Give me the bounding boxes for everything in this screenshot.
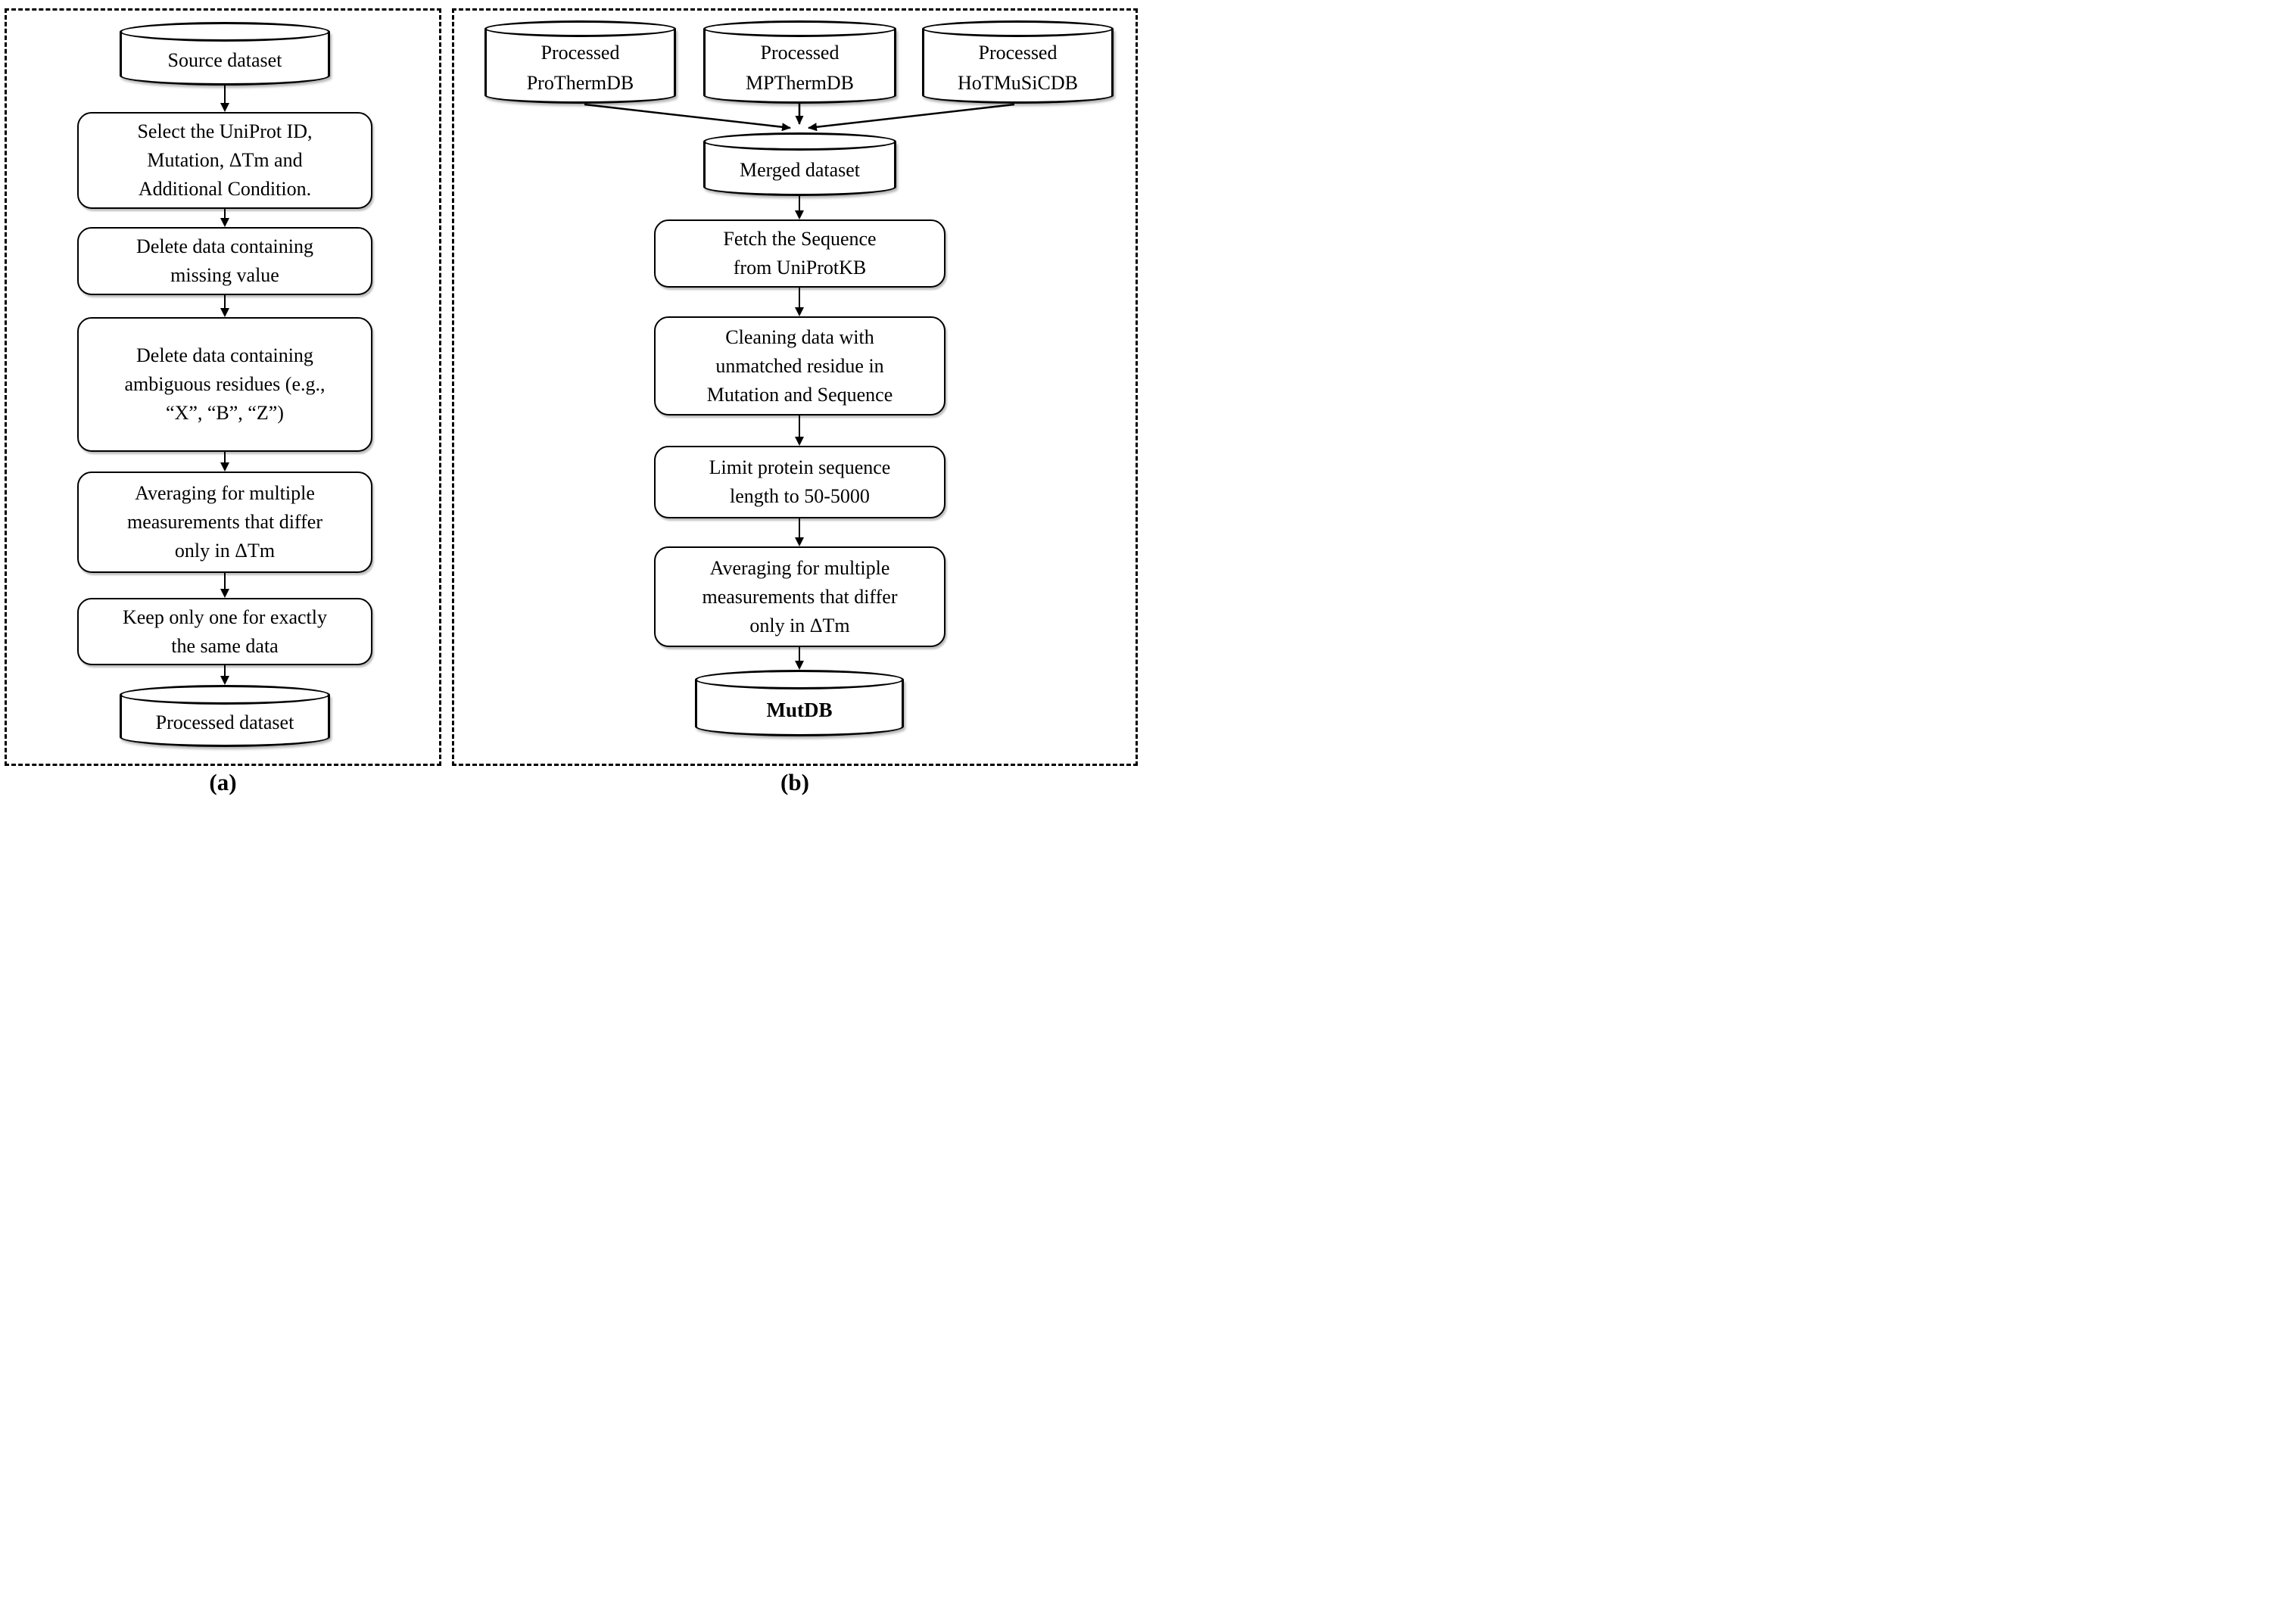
- panel-b: Processed ProThermDB Processed MPThermDB…: [452, 8, 1138, 766]
- mutdb-cylinder: MutDB: [695, 670, 904, 736]
- arrow-limit-to-averaging: [792, 518, 807, 546]
- caption-a: (a): [209, 769, 237, 795]
- arrow-source-to-select: [217, 86, 232, 112]
- cylinder-top-ellipse: [703, 132, 896, 151]
- panel-a: Source dataset Select the UniProt ID, Mu…: [5, 8, 441, 766]
- cylinder-top-ellipse: [120, 22, 330, 42]
- merge-arrows: [584, 103, 1015, 132]
- processed-prothermdb-cylinder: Processed ProThermDB: [484, 20, 676, 104]
- step-delete-missing-box: Delete data containing missing value: [77, 227, 372, 295]
- flowchart-figure: Source dataset Select the UniProt ID, Mu…: [0, 0, 1148, 803]
- source-dataset-label: Source dataset: [167, 49, 282, 72]
- source-dataset-cylinder: Source dataset: [120, 22, 330, 86]
- cylinder-body: [484, 29, 676, 104]
- cylinder-top-ellipse: [120, 685, 330, 705]
- mutdb-label: MutDB: [766, 699, 833, 722]
- cylinder-top-ellipse: [695, 670, 904, 689]
- processed-hotmusicdb-cylinder: Processed HoTMuSiCDB: [922, 20, 1114, 104]
- processed-dataset-label: Processed dataset: [155, 711, 294, 734]
- cylinder-body: [703, 29, 896, 104]
- merged-dataset-label: Merged dataset: [739, 159, 861, 182]
- cylinder-top-ellipse: [703, 20, 896, 37]
- arrow-fetch-to-cleaning: [792, 288, 807, 316]
- arrow-select-to-missing: [217, 209, 232, 227]
- cylinder-top-ellipse: [484, 20, 676, 37]
- step-averaging-b-box: Averaging for multiple measurements that…: [654, 546, 946, 647]
- arrow-missing-to-ambiguous: [217, 295, 232, 317]
- step-averaging-box: Averaging for multiple measurements that…: [77, 472, 372, 573]
- step-select-fields-box: Select the UniProt ID, Mutation, ΔTm and…: [77, 112, 372, 209]
- step-keep-one-box: Keep only one for exactly the same data: [77, 598, 372, 665]
- step-cleaning-box: Cleaning data with unmatched residue in …: [654, 316, 946, 416]
- step-limit-length-box: Limit protein sequence length to 50-5000: [654, 446, 946, 518]
- merged-dataset-cylinder: Merged dataset: [703, 132, 896, 196]
- step-delete-ambiguous-box: Delete data containing ambiguous residue…: [77, 317, 372, 452]
- processed-mpthermdb-label: Processed MPThermDB: [746, 41, 854, 94]
- cylinder-body: [703, 142, 896, 196]
- arrow-averaging-to-mutdb: [792, 647, 807, 670]
- cylinder-body: [922, 29, 1114, 104]
- arrow-keep-to-processed: [217, 665, 232, 685]
- processed-dataset-cylinder: Processed dataset: [120, 685, 330, 747]
- arrow-ambiguous-to-averaging: [217, 452, 232, 472]
- arrow-cleaning-to-limit: [792, 416, 807, 446]
- processed-hotmusicdb-label: Processed HoTMuSiCDB: [958, 41, 1078, 94]
- caption-b: (b): [780, 769, 809, 795]
- step-fetch-sequence-box: Fetch the Sequence from UniProtKB: [654, 219, 946, 288]
- processed-prothermdb-label: Processed ProThermDB: [526, 41, 634, 94]
- cylinder-top-ellipse: [922, 20, 1114, 37]
- processed-mpthermdb-cylinder: Processed MPThermDB: [703, 20, 896, 104]
- arrow-averaging-to-keep: [217, 573, 232, 598]
- arrow-merged-to-fetch: [792, 196, 807, 219]
